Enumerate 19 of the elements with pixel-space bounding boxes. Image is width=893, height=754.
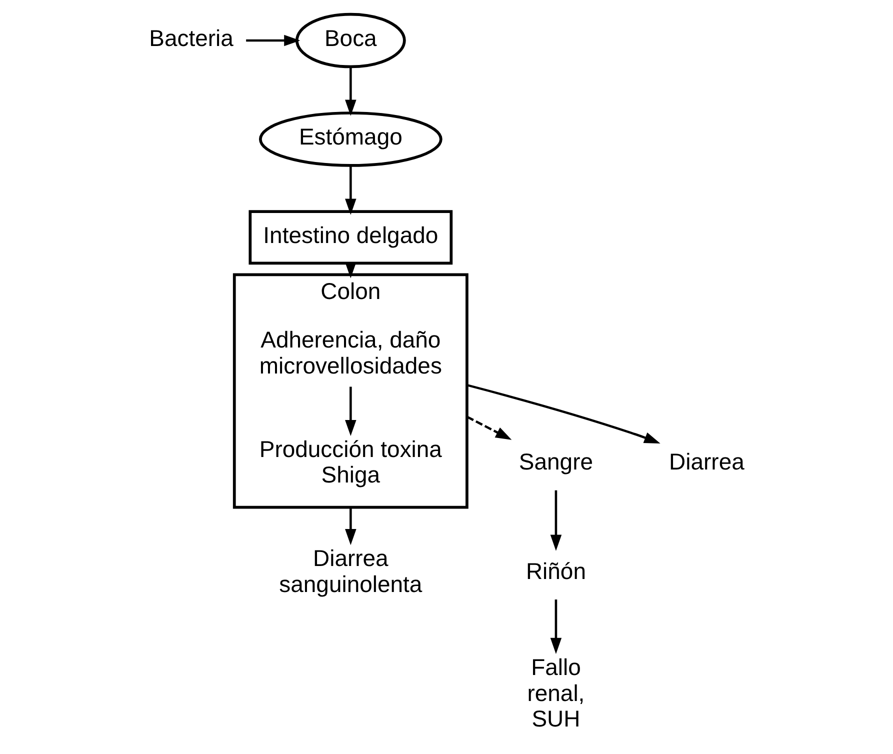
node-text: Fallo renal, SUH — [527, 654, 585, 732]
arrow — [246, 34, 300, 46]
node-text: Riñón — [526, 558, 586, 584]
node-ellipse: Boca — [295, 12, 406, 68]
arrow — [550, 490, 562, 551]
arrow — [466, 384, 660, 444]
node-ellipse: Estómago — [258, 112, 442, 167]
node-text: Adherencia, daño microvellosidades — [259, 326, 442, 379]
node-text: Diarrea — [669, 448, 744, 475]
arrow — [345, 386, 356, 436]
node-text: Sangre — [518, 448, 594, 475]
arrow — [345, 166, 356, 215]
node-text: Bacteria — [149, 24, 234, 51]
arrow — [550, 600, 562, 654]
arrow — [345, 507, 356, 546]
node-text: Producción toxina Shiga — [259, 436, 442, 488]
node-text: Diarrea sanguinolenta — [279, 544, 422, 597]
arrow — [466, 416, 512, 440]
arrow — [345, 67, 356, 116]
